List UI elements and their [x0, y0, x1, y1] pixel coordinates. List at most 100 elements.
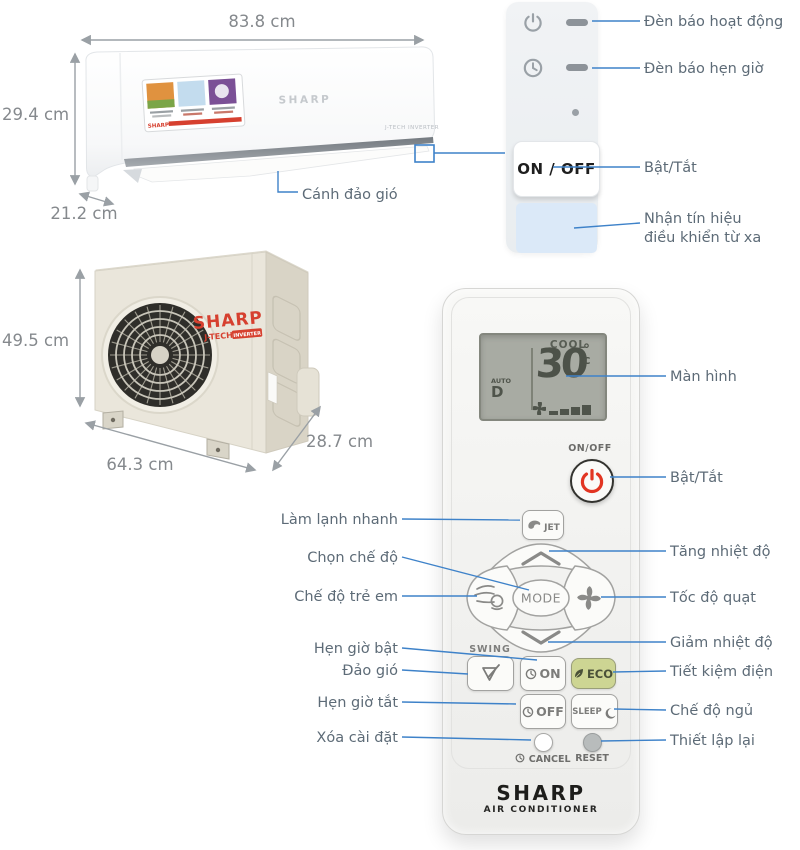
- timer-off-button[interactable]: OFF: [520, 694, 566, 729]
- jet-swirl-icon: [528, 520, 541, 529]
- reset-caption: RESET: [575, 753, 609, 764]
- operation-led: [566, 19, 588, 26]
- sensor-dot: [572, 109, 579, 116]
- label-child-mode: Chế độ trẻ em: [294, 589, 398, 605]
- remote-brand-sub: AIR CONDITIONER: [483, 805, 599, 815]
- eco-button[interactable]: ECO: [571, 658, 616, 689]
- sticker-brand: SHARP: [148, 122, 169, 129]
- indoor-brand-text: SHARP: [278, 94, 331, 107]
- label-cancel: Xóa cài đặt: [316, 730, 398, 746]
- timer-clock-small-icon: [522, 706, 534, 717]
- dimension-arrows: [69, 34, 425, 473]
- swing-flap: [133, 145, 430, 183]
- timer-on-label: ON: [539, 666, 561, 681]
- label-screen: Màn hình: [670, 369, 737, 385]
- label-receiver: Nhận tín hiệu điều khiển từ xa: [644, 211, 762, 246]
- dim-outdoor-depth: 28.7 cm: [306, 432, 374, 451]
- svg-text:SHARP: SHARP: [192, 308, 264, 334]
- label-swing-flap: Cánh đảo gió: [302, 187, 398, 203]
- fan-speed-icon: [577, 586, 601, 610]
- remote-power-caption: ON/OFF: [568, 443, 612, 454]
- timer-clock-small-icon: [526, 668, 537, 679]
- remote-power-button[interactable]: [570, 459, 614, 503]
- fan-grille: [101, 296, 219, 414]
- moon-icon: [605, 708, 616, 719]
- remote-brand-logo: SHARP: [496, 781, 586, 805]
- timer-clock-small-icon: [516, 753, 525, 763]
- eco-button-label: ECO: [586, 666, 614, 681]
- sleep-button-label: SLEEP: [572, 706, 602, 717]
- outdoor-inverter-badge: INVERTER: [233, 331, 261, 339]
- pipe-cover: [296, 367, 320, 417]
- cancel-button[interactable]: [534, 733, 553, 752]
- power-glyph-icon: [580, 468, 604, 494]
- outdoor-brand: SHARP J-TECH INVERTER: [192, 308, 264, 343]
- timer-clock-icon: [523, 58, 543, 78]
- label-operation-light: Đèn báo hoạt động: [644, 14, 784, 30]
- label-timer-off: Hẹn giờ tắt: [317, 695, 398, 711]
- dim-outdoor-width: 64.3 cm: [106, 455, 174, 474]
- label-temp-up: Tăng nhiệt độ: [670, 544, 771, 560]
- swing-button[interactable]: [467, 656, 514, 691]
- dim-indoor-height: 29.4 cm: [2, 105, 70, 124]
- outdoor-unit: SHARP J-TECH INVERTER: [94, 250, 320, 460]
- display-divider: [531, 348, 533, 410]
- sleep-button[interactable]: SLEEP: [571, 694, 618, 729]
- dim-indoor-width: 83.8 cm: [228, 12, 296, 31]
- remote-faceplate: [451, 297, 631, 769]
- unit-onoff-label: ON / OFF: [517, 160, 596, 178]
- label-reset: Thiết lập lại: [670, 733, 755, 749]
- display-mode-text: COOL: [549, 339, 587, 351]
- air-outlet-bar: [124, 137, 434, 167]
- label-panel-power: Bật/Tắt: [644, 160, 697, 176]
- signal-receiver-area: [516, 203, 597, 253]
- jet-button[interactable]: JET: [522, 510, 564, 540]
- dim-indoor-depth: 21.2 cm: [50, 204, 118, 223]
- display-fan-icon: [533, 402, 546, 415]
- timer-off-label: OFF: [536, 704, 564, 719]
- reset-button[interactable]: [583, 733, 602, 752]
- chevron-down-icon: [521, 630, 561, 645]
- feature-sticker: SHARP: [141, 73, 246, 133]
- sticker-thumb-durable: [208, 78, 237, 105]
- label-eco: Tiết kiệm điện: [670, 664, 774, 680]
- indoor-unit: SHARP SHARP J-TECH INVERTER: [85, 46, 439, 192]
- power-icon: [524, 13, 542, 32]
- sticker-thumb-energy: [146, 82, 175, 109]
- timer-led: [566, 64, 588, 71]
- display-temperature: 30: [534, 341, 588, 387]
- unit-onoff-button[interactable]: ON / OFF: [513, 141, 600, 197]
- jet-button-label: JET: [544, 523, 560, 533]
- remote-display: COOL AUTO D 30 ° C: [479, 333, 607, 421]
- outdoor-side-panel: [265, 251, 309, 454]
- mode-button-label: MODE: [521, 591, 561, 606]
- remote-control: COOL AUTO D 30 ° C: [442, 288, 640, 835]
- timer-on-button[interactable]: ON: [520, 656, 566, 691]
- label-swing: Đảo gió: [342, 663, 398, 679]
- label-jet: Làm lạnh nhanh: [280, 512, 398, 528]
- sticker-thumb-cooling: [177, 80, 206, 107]
- dim-outdoor-height: 49.5 cm: [2, 331, 70, 350]
- display-auto: AUTO D: [491, 377, 512, 401]
- direction-pad-cluster: MODE: [466, 543, 616, 653]
- label-temp-down: Giảm nhiệt độ: [670, 635, 773, 651]
- indoor-foot: [86, 175, 99, 192]
- swing-vane-icon: [481, 663, 500, 681]
- eco-leaf-icon: [574, 669, 583, 678]
- cancel-caption: CANCEL: [503, 753, 583, 765]
- outdoor-jtech-text: J-TECH: [203, 331, 233, 343]
- label-sleep: Chế độ ngủ: [670, 703, 754, 719]
- display-unit: ° C: [583, 342, 591, 367]
- outdoor-feet: [102, 410, 230, 460]
- label-remote-power: Bật/Tắt: [670, 470, 723, 486]
- indoor-tech-logo: J-TECH INVERTER: [384, 125, 439, 131]
- indicator-highlight-box: [414, 144, 435, 163]
- label-mode: Chọn chế độ: [307, 550, 398, 566]
- indicator-panel-inset: ON / OFF: [506, 2, 600, 253]
- display-fan-bars: [549, 405, 591, 415]
- label-fan-speed: Tốc độ quạt: [670, 590, 756, 606]
- display-fan-speed: [533, 402, 593, 415]
